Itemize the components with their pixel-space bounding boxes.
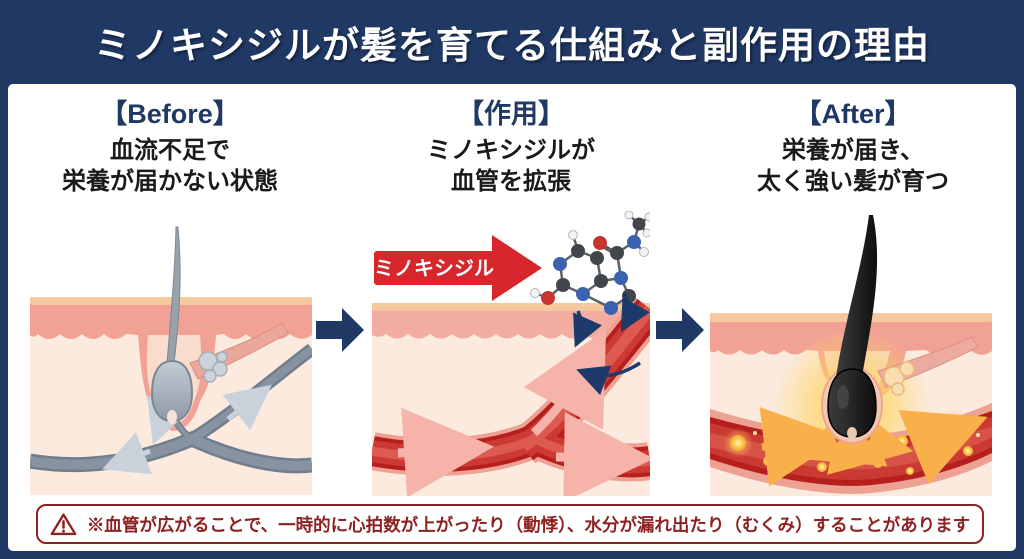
action-tag: 【作用】	[457, 99, 565, 129]
sebaceous-gland	[198, 351, 228, 383]
before-skin-illustration	[30, 226, 312, 495]
skin-surface	[372, 303, 650, 311]
minoxidil-molecule-icon	[530, 211, 650, 315]
after-skin-illustration	[710, 215, 992, 496]
sebaceous-gland	[883, 361, 915, 396]
before-tag: 【Before】	[100, 99, 240, 129]
after-column-header: 【After】 栄養が届き、 太く強い髪が育つ	[703, 98, 1003, 197]
warning-text: ※血管が広がることで、一時的に心拍数が上がったり（動悸）、水分が漏れ出たり（むく…	[86, 514, 971, 535]
papilla	[167, 410, 177, 424]
action-vessel-illustration: ミノキシジル	[372, 211, 650, 496]
before-description: 血流不足で 栄養が届かない状態	[62, 137, 278, 195]
hair-bulb	[827, 368, 877, 438]
before-column-header: 【Before】 血流不足で 栄養が届かない状態	[22, 98, 318, 197]
bulb-highlight	[837, 385, 849, 409]
title-bar: ミノキシジルが髪を育てる仕組みと副作用の理由	[0, 0, 1024, 84]
after-tag: 【After】	[794, 99, 912, 129]
page-title: ミノキシジルが髪を育てる仕組みと副作用の理由	[94, 25, 930, 66]
papilla	[847, 427, 857, 439]
after-description: 栄養が届き、 太く強い髪が育つ	[757, 137, 949, 195]
side-effect-warning: ※血管が広がることで、一時的に心拍数が上がったり（動悸）、水分が漏れ出たり（むく…	[36, 504, 984, 544]
step-arrow-icon	[656, 308, 704, 352]
content-panel: 【Before】 血流不足で 栄養が届かない状態 【作用】 ミノキシジルが 血管…	[8, 84, 1016, 551]
warning-triangle-icon	[50, 512, 77, 535]
thick-hair-shaft	[836, 215, 878, 377]
step-arrow-icon	[316, 308, 364, 352]
minoxidil-arrow-label: ミノキシジル	[374, 258, 494, 280]
action-column-header: 【作用】 ミノキシジルが 血管を拡張	[363, 98, 659, 197]
action-description: ミノキシジルが 血管を拡張	[427, 137, 595, 195]
skin-surface	[30, 297, 312, 305]
dilation-action-arrows	[573, 292, 650, 396]
minoxidil-arrow-icon: ミノキシジル	[374, 235, 542, 301]
